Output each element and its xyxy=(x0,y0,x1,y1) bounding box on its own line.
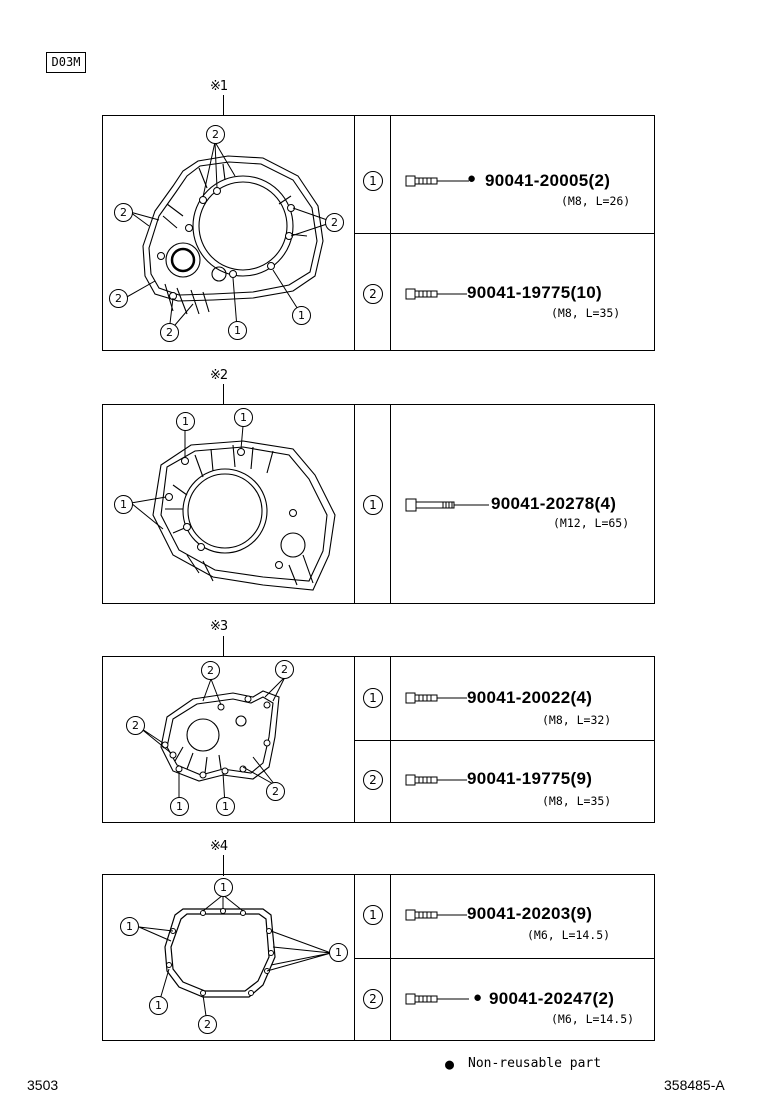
column-divider xyxy=(354,657,356,822)
bolt-spec: (M6, L=14.5) xyxy=(551,1012,635,1026)
part-row: 1 90041-20203(9) (M6, L=14.5) xyxy=(355,875,654,958)
panel3-callout: 2 xyxy=(275,660,294,679)
column-divider xyxy=(390,405,392,603)
panel-4: 1 1 1 1 2 1 90041-20203(9) (M6, L=14.5) … xyxy=(102,874,655,1041)
panel3-callout: 1 xyxy=(170,797,189,816)
panel2-callout: 1 xyxy=(234,408,253,427)
part-row: 2 90041-19775(9) (M8, L=35) xyxy=(355,740,654,823)
panel4-callout: 1 xyxy=(120,917,139,936)
drawing-reference: 358485-A xyxy=(664,1077,725,1093)
panel1-callout: 1 xyxy=(292,306,311,325)
bolt-spec: (M8, L=26) xyxy=(561,194,631,208)
bolt-icon xyxy=(405,692,467,704)
panel4-callout: 1 xyxy=(214,878,233,897)
bolt-spec: (M8, L=35) xyxy=(551,306,621,320)
panel-3: 2 2 2 2 1 1 1 90041-20022(4) (M8, L=32) … xyxy=(102,656,655,823)
part-row: 1 90041-20278(4) (M12, L=65) xyxy=(355,405,654,603)
panel-1: 2 2 2 2 2 1 1 1 ● 90041-20005(2) (M8, L=… xyxy=(102,115,655,351)
panel4-callout: 1 xyxy=(149,996,168,1015)
row-number: 1 xyxy=(363,495,383,515)
row-number: 1 xyxy=(363,905,383,925)
panel1-callout: 2 xyxy=(206,125,225,144)
column-divider xyxy=(354,116,356,350)
panel4-callout: 2 xyxy=(198,1015,217,1034)
nonreusable-dot: ● xyxy=(467,170,477,187)
bolt-spec: (M6, L=14.5) xyxy=(527,928,611,942)
bolt-icon xyxy=(405,175,469,187)
part-row: 2 90041-19775(10) (M8, L=35) xyxy=(355,233,654,351)
panel4-marker: ※4 xyxy=(210,839,228,854)
panel2-marker: ※2 xyxy=(210,368,228,383)
oil-pan-drawing xyxy=(138,894,332,1024)
bolt-spec: (M8, L=32) xyxy=(542,713,612,727)
panel1-callout: 2 xyxy=(109,289,128,308)
panel2-callout: 1 xyxy=(176,412,195,431)
panel3-callout: 2 xyxy=(201,661,220,680)
panel3-leader xyxy=(223,636,225,657)
panel3-callout: 2 xyxy=(266,782,285,801)
panel1-leader xyxy=(223,95,225,116)
panel1-callout: 2 xyxy=(325,213,344,232)
bolt-icon xyxy=(405,498,489,512)
panel4-callout: 1 xyxy=(329,943,348,962)
part-row: 1 90041-20022(4) (M8, L=32) xyxy=(355,657,654,740)
bolt-icon xyxy=(405,909,467,921)
panel4-leader xyxy=(223,855,225,876)
row-number: 2 xyxy=(363,989,383,1009)
part-number: 90041-19775(9) xyxy=(467,769,593,788)
column-divider xyxy=(390,657,392,822)
panel3-marker: ※3 xyxy=(210,619,228,634)
transmission-housing-drawing xyxy=(130,425,336,591)
nonreusable-dot: ● xyxy=(473,989,483,1006)
cover-drawing xyxy=(138,676,286,806)
column-divider xyxy=(390,875,392,1040)
row-number: 2 xyxy=(363,770,383,790)
part-number: 90041-20005(2) xyxy=(485,171,611,190)
row-number: 1 xyxy=(363,171,383,191)
bolt-icon xyxy=(405,993,469,1005)
panel1-callout: 1 xyxy=(228,321,247,340)
transaxle-case-drawing xyxy=(124,141,334,333)
part-number: 90041-20247(2) xyxy=(489,989,615,1008)
panel1-callout: 2 xyxy=(160,323,179,342)
panel2-leader xyxy=(223,384,225,405)
bolt-icon xyxy=(405,288,467,300)
part-number: 90041-20203(9) xyxy=(467,904,593,923)
legend-symbol: ● xyxy=(445,1055,455,1073)
panel1-callout: 2 xyxy=(114,203,133,222)
part-number: 90041-20278(4) xyxy=(491,494,617,513)
bolt-icon xyxy=(405,774,467,786)
section-code: D03M xyxy=(46,52,86,73)
column-divider xyxy=(354,875,356,1040)
bolt-spec: (M8, L=35) xyxy=(542,794,612,808)
part-number: 90041-19775(10) xyxy=(467,283,602,302)
column-divider xyxy=(354,405,356,603)
row-number: 1 xyxy=(363,688,383,708)
panel2-callout: 1 xyxy=(114,495,133,514)
panel3-callout: 2 xyxy=(126,716,145,735)
panel3-callout: 1 xyxy=(216,797,235,816)
part-row: 2 ● 90041-20247(2) (M6, L=14.5) xyxy=(355,958,654,1041)
legend-text: Non-reusable part xyxy=(468,1056,602,1071)
page-number: 3503 xyxy=(27,1077,59,1093)
panel1-marker: ※1 xyxy=(210,79,228,94)
bolt-spec: (M12, L=65) xyxy=(553,516,630,530)
panel-2: 1 1 1 1 90041-20278(4) (M12, L=65) xyxy=(102,404,655,604)
row-number: 2 xyxy=(363,284,383,304)
part-number: 90041-20022(4) xyxy=(467,688,593,707)
part-row: 1 ● 90041-20005(2) (M8, L=26) xyxy=(355,116,654,233)
